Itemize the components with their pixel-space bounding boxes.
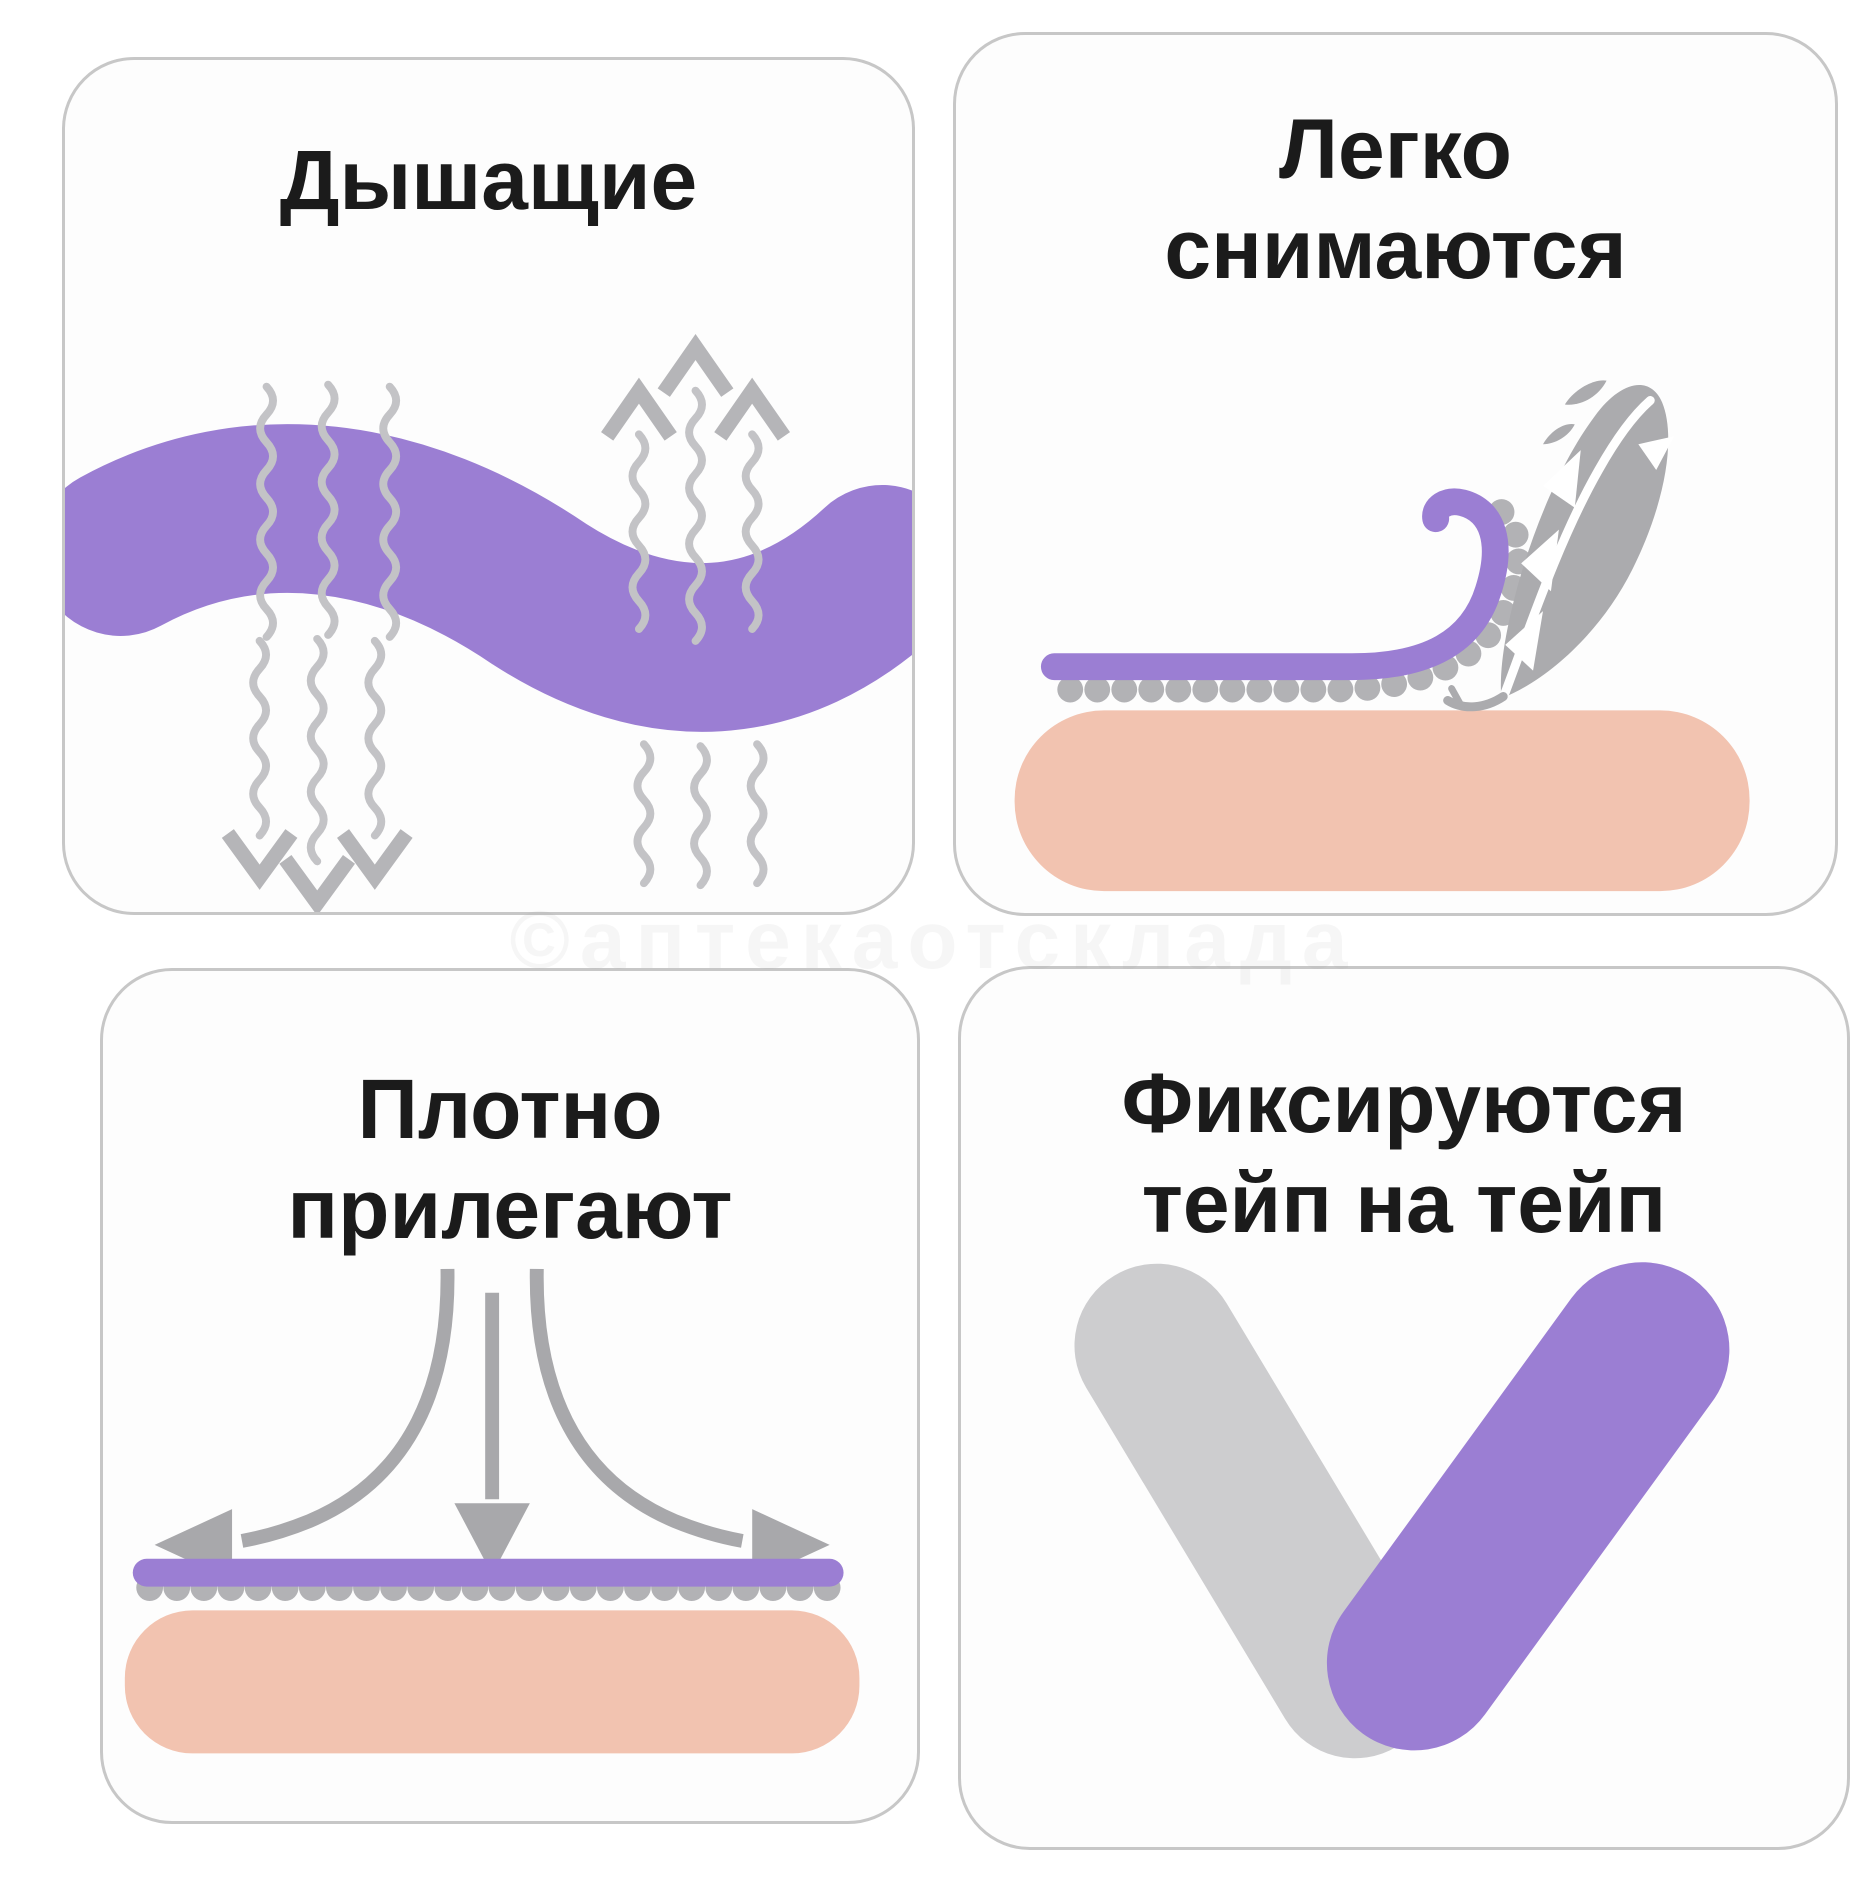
- peeling-tape-shape: [1040, 488, 1509, 681]
- skin-bar: [124, 1610, 860, 1754]
- airflow-lines-top-right: [628, 386, 763, 645]
- breathable-tape-airflow-icon: [65, 333, 912, 912]
- skin-bar: [1014, 710, 1750, 892]
- watermark: ©аптекаотсклада: [509, 895, 1358, 986]
- airflow-lines-bottom-left: [249, 634, 386, 866]
- panel-tight-fit-title: Плотно прилегают: [287, 1062, 733, 1256]
- panel-breathable: Дышащие: [62, 57, 915, 915]
- panel-easy-removal-title: Легко снимаются: [1164, 102, 1627, 296]
- panel-tape-on-tape-title: Фиксируются тейп на тейп: [1121, 1056, 1687, 1250]
- airflow-lines-top-left: [256, 380, 401, 641]
- panel-easy-removal: Легко снимаются: [953, 32, 1838, 916]
- tape-peel-feather-icon: [1014, 380, 1750, 892]
- tape-on-tape-check-icon: [1074, 1262, 1730, 1759]
- down-arrow-icons: [221, 829, 413, 912]
- panel-tape-on-tape: Фиксируются тейп на тейп: [958, 966, 1850, 1850]
- flat-tape-shape: [132, 1558, 844, 1587]
- adhesive-dots: [1057, 490, 1532, 703]
- tape-wave-shape: [65, 424, 912, 732]
- up-arrow-icons: [601, 333, 791, 441]
- press-arrows: [154, 1268, 830, 1581]
- airflow-lines-bottom-right: [633, 740, 768, 890]
- purple-tape-strip: [1326, 1262, 1730, 1751]
- feather-icon: [1443, 380, 1675, 712]
- press-arrows-tape-skin-icon: [124, 1268, 860, 1754]
- panel-breathable-title: Дышащие: [279, 133, 698, 227]
- panel-tight-fit: Плотно прилегают: [100, 968, 920, 1824]
